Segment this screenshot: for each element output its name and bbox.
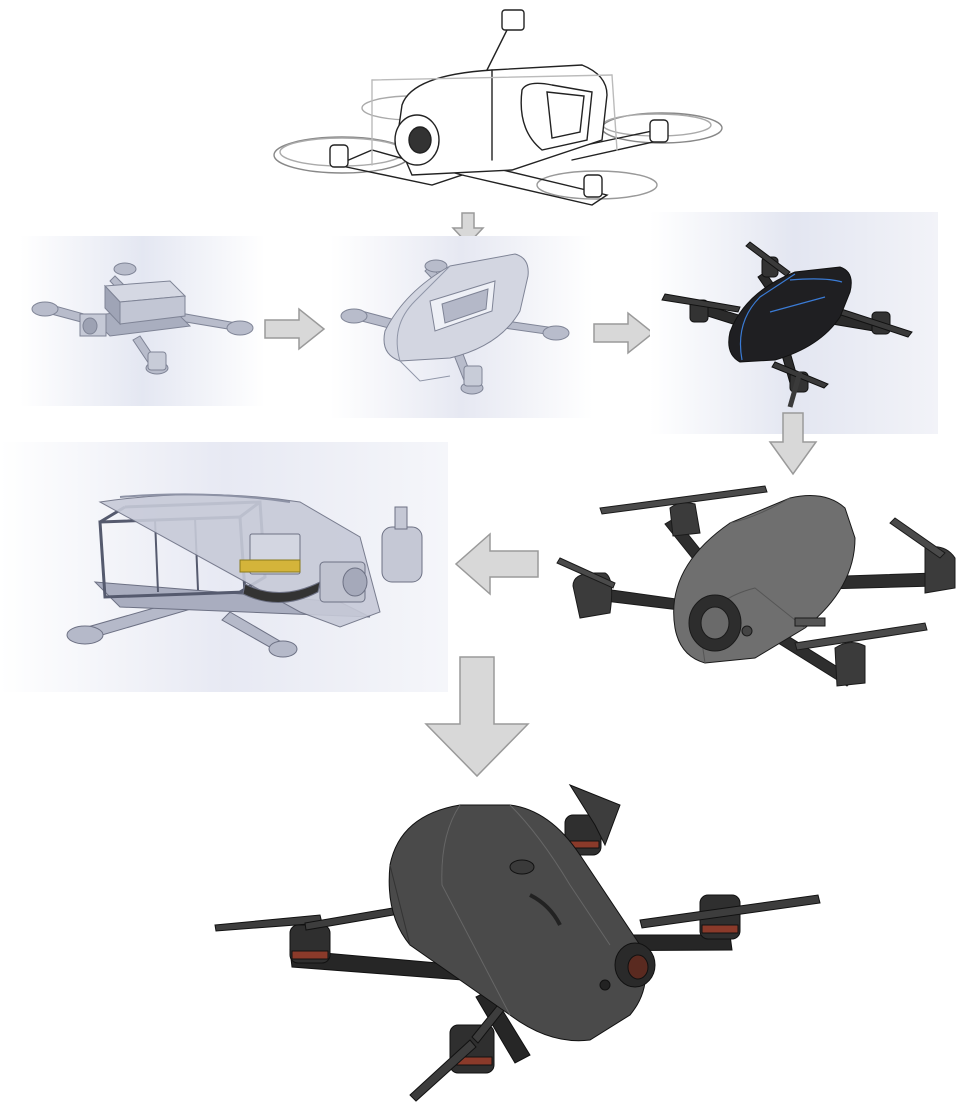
arrow-down-icon [768,412,818,476]
arrow-left-icon [454,532,539,596]
dark-render-stage [650,212,938,434]
pencil-sketch-drone-icon [273,9,723,206]
internal-cad-stage [0,442,448,692]
canopy-cad-stage [330,236,593,418]
arrow-grey-to-internal [454,532,540,596]
arrow-right-icon [593,311,655,355]
frame-cad-stage [20,236,265,406]
final-render-drone-icon [214,783,821,1102]
arrow-dark-to-grey [768,412,818,476]
arrow-internal-to-final [424,656,530,778]
cad-internal-section-icon [66,493,423,658]
final-render-stage [210,775,830,1110]
grey-render-stage [555,478,973,696]
arrow-right-icon [264,307,326,351]
sketch-stage [262,0,732,235]
arrow-canopy-to-dark [592,310,656,356]
cad-frame-drone-icon [31,262,254,375]
grey-render-drone-icon [556,485,956,687]
arrow-down-icon [424,656,530,778]
cad-canopy-drone-icon [340,253,570,395]
cad-dark-render-drone-icon [661,241,913,408]
arrow-frame-to-canopy [263,306,327,352]
